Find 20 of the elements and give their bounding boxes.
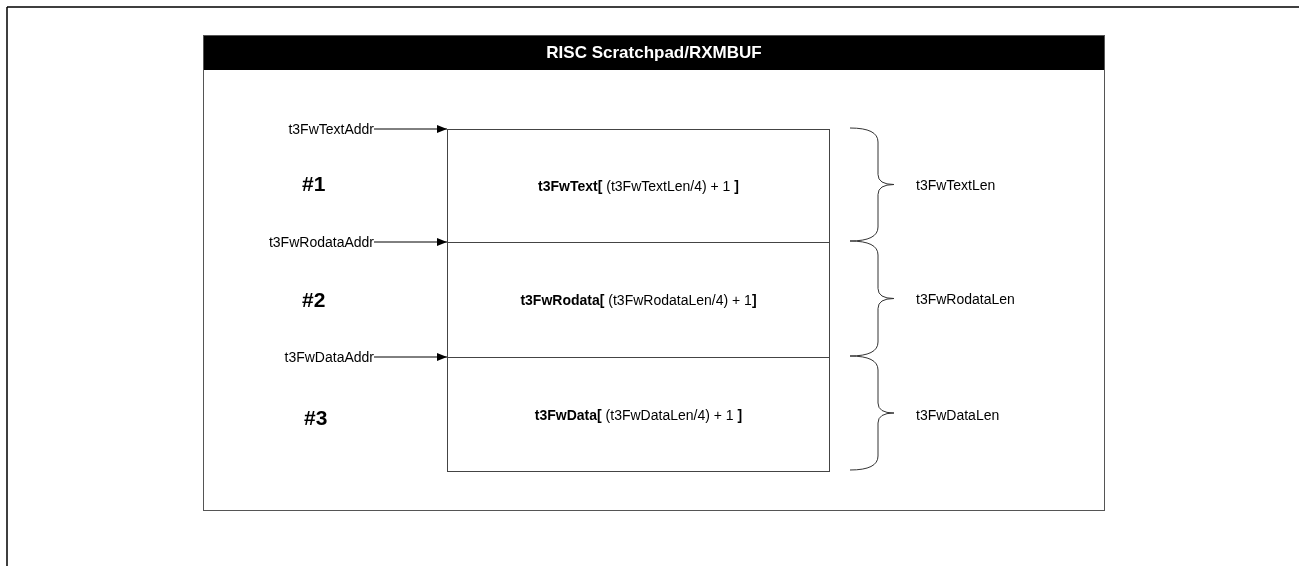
memory-segment — [447, 242, 830, 358]
address-label: t3FwDataAddr — [164, 348, 374, 366]
segment-text: t3FwRodata[ (t3FwRodataLen/4) + 1] — [520, 292, 757, 308]
length-label: t3FwDataLen — [916, 407, 1000, 423]
memory-segment — [447, 357, 830, 472]
segment-number: #3 — [304, 406, 328, 430]
segment-number: #1 — [302, 172, 326, 196]
memory-frame — [203, 35, 1105, 511]
segment-text: t3FwText[ (t3FwTextLen/4) + 1 ] — [538, 178, 739, 194]
length-label: t3FwTextLen — [916, 177, 996, 193]
header-title: RISC Scratchpad/RXMBUF — [204, 36, 1104, 70]
segment-number: #2 — [302, 288, 326, 312]
address-label: t3FwRodataAddr — [164, 233, 374, 251]
address-label: t3FwTextAddr — [164, 120, 374, 138]
segment-text: t3FwData[ (t3FwDataLen/4) + 1 ] — [534, 406, 743, 423]
memory-segment — [447, 129, 830, 243]
arrow — [373, 238, 448, 246]
arrow — [373, 125, 448, 133]
arrow — [373, 353, 448, 361]
length-label: t3FwRodataLen — [916, 291, 1015, 307]
